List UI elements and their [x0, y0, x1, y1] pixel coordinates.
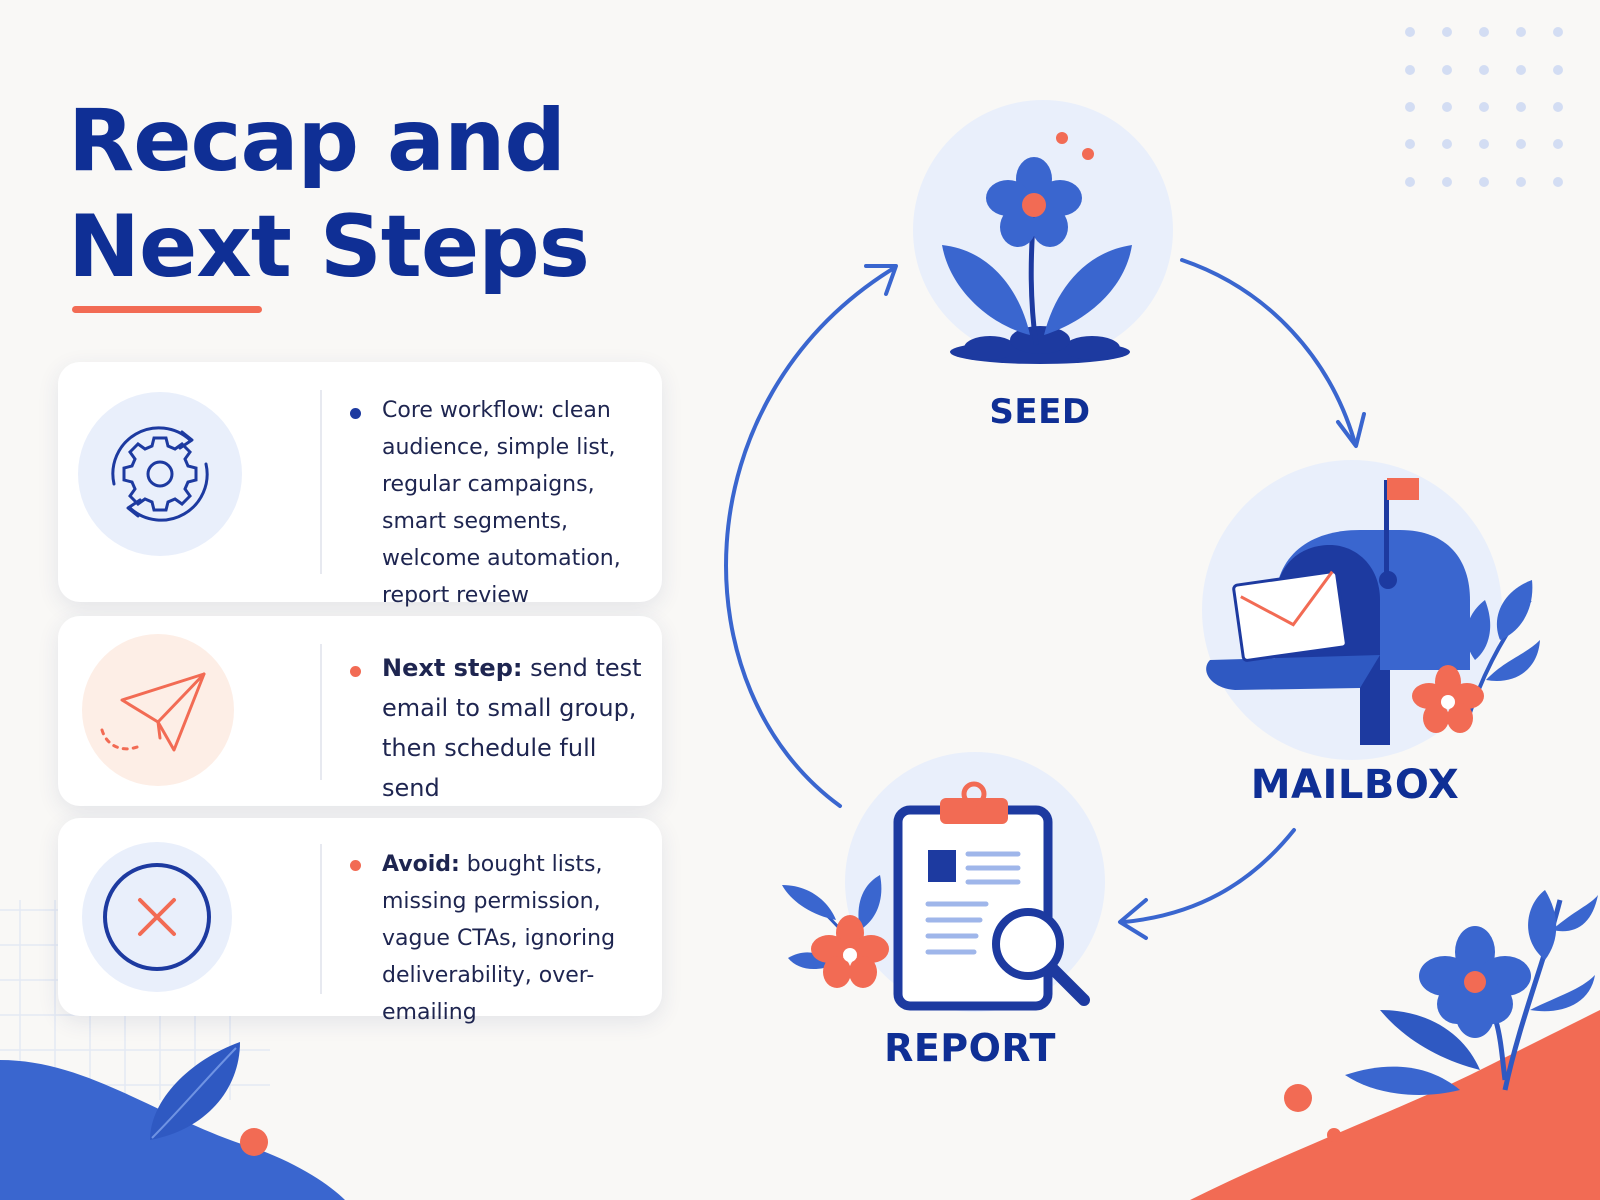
card-avoid-text: Avoid: bought lists, missing permission,…	[382, 846, 658, 1031]
clipboard-report-icon	[893, 781, 1090, 1011]
mailbox-node-graphic	[1202, 460, 1540, 760]
bullet-dot	[350, 408, 361, 419]
title-line-2: Next Steps	[68, 197, 590, 297]
bullet-dot	[350, 666, 361, 677]
gear-cycle-icon	[78, 392, 242, 556]
card-divider	[320, 844, 322, 994]
report-node-graphic	[782, 752, 1105, 1012]
cycle-arrows	[724, 258, 1366, 940]
coral-wave-decoration	[1190, 1010, 1600, 1200]
card-avoid-body: bought lists, missing permission, vague …	[382, 852, 616, 1025]
seed-node-graphic	[913, 100, 1173, 364]
card-avoid: Avoid: bought lists, missing permission,…	[58, 818, 662, 1025]
card-next-step-lead: Next step:	[382, 654, 523, 682]
coral-flower-decoration	[811, 915, 889, 988]
card-divider	[320, 390, 322, 574]
node-label-mailbox: MAILBOX	[1250, 762, 1460, 808]
flower-sprout-icon	[942, 157, 1132, 364]
card-core-workflow-text: Core workflow: clean audience, simple li…	[382, 398, 621, 608]
node-label-seed: SEED	[989, 392, 1091, 432]
arrow-seed-to-mailbox	[1180, 258, 1356, 442]
close-x-icon	[82, 842, 232, 992]
card-next-step: Next step: send test email to small grou…	[58, 616, 662, 806]
card-next-step-body: send test email to small group, then sch…	[382, 654, 642, 802]
page-title: Recap and Next Steps	[68, 88, 688, 300]
arrow-mailbox-to-report	[1122, 828, 1296, 924]
blue-flower-decoration	[1345, 890, 1598, 1095]
mailbox-icon	[1206, 478, 1470, 745]
bullet-dot	[350, 860, 361, 871]
paper-plane-icon	[82, 634, 234, 786]
card-core-workflow: Core workflow: clean audience, simple li…	[58, 362, 662, 608]
title-underline	[72, 306, 262, 313]
dot-grid-decoration	[1405, 27, 1563, 187]
card-divider	[320, 644, 322, 780]
title-line-1: Recap and	[68, 91, 566, 191]
coral-dot-decoration	[240, 1128, 268, 1156]
card-avoid-lead: Avoid:	[382, 852, 460, 877]
coral-flower-decoration	[1412, 665, 1484, 733]
arrow-report-to-seed	[724, 266, 896, 808]
node-label-report: REPORT	[884, 1026, 1056, 1070]
card-next-step-text: Next step: send test email to small grou…	[382, 648, 658, 808]
